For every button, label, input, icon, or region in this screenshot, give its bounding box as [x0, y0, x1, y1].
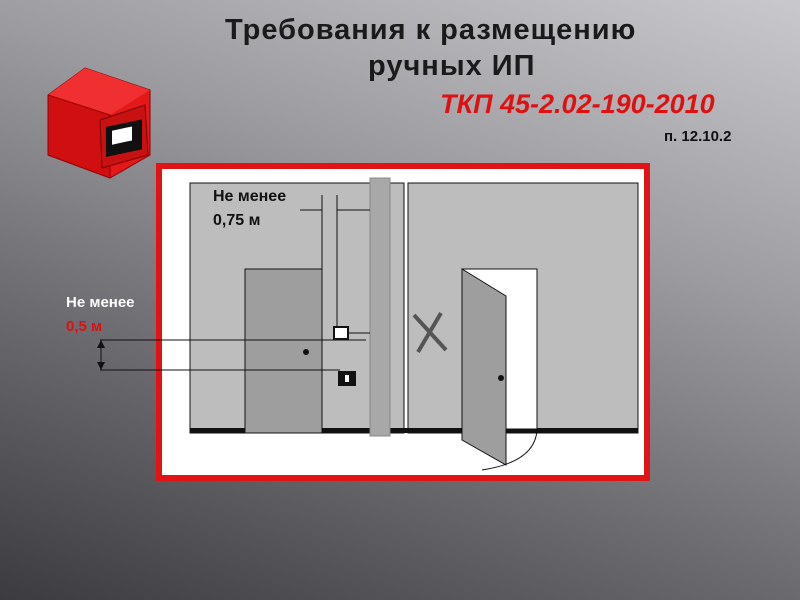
slide-title-line2: ручных ИП — [368, 50, 536, 82]
floor-line — [190, 428, 638, 433]
height-label-line1: Не менее — [66, 294, 135, 311]
slide-title-line1: Требования к размещению — [225, 14, 637, 46]
distance-dimension-lines — [300, 195, 370, 330]
call-point-symbol — [333, 326, 349, 340]
clause-number: п. 12.10.2 — [664, 128, 732, 145]
manual-call-point-icon — [47, 67, 151, 179]
height-label-line2: 0,5 м — [66, 318, 103, 335]
distance-label-line1: Не менее — [213, 188, 287, 205]
pipe — [369, 177, 391, 437]
standard-reference: ТКП 45-2.02-190-2010 — [440, 89, 715, 119]
distance-label-line2: 0,75 м — [213, 212, 261, 229]
door-left — [244, 268, 323, 434]
door-swing-arc — [481, 429, 538, 471]
fan-symbol — [412, 311, 448, 354]
height-dimension-lines — [97, 339, 366, 371]
door-right-open — [461, 268, 507, 466]
door-knob — [303, 349, 309, 355]
